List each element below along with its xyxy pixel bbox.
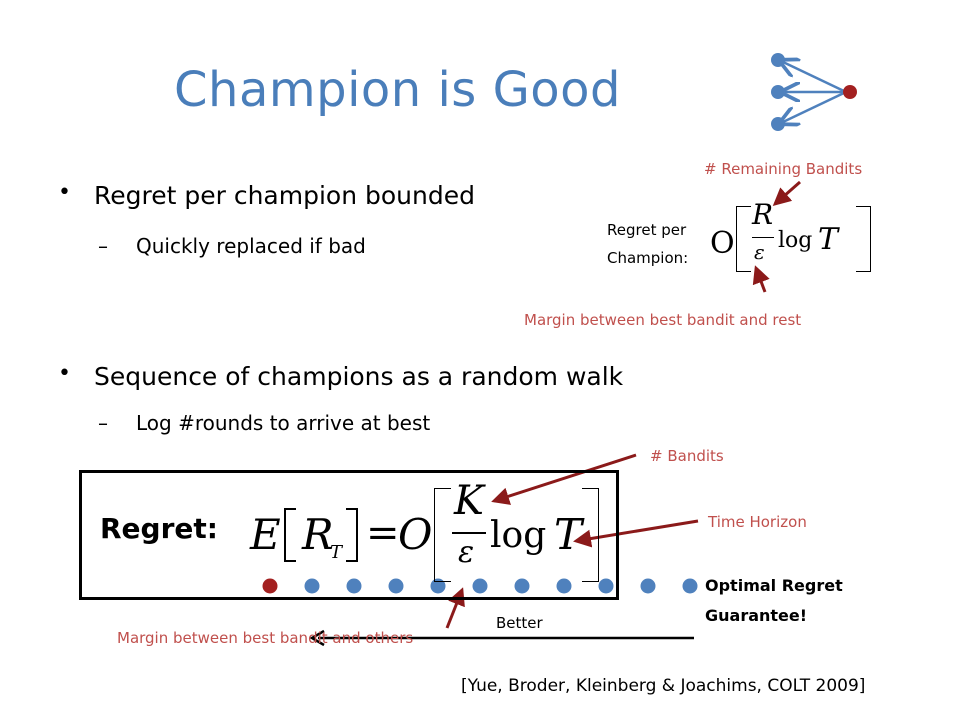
formula-O: O — [398, 510, 433, 559]
bullet-1-sub-text: Quickly replaced if bad — [136, 234, 366, 258]
formula-R: R — [302, 510, 334, 559]
fraction-bar — [452, 532, 486, 534]
formula-numerator-K: K — [454, 478, 484, 524]
regret-bound-box — [79, 470, 619, 600]
formula-log: log — [490, 515, 547, 556]
bullet-2-text: Sequence of champions as a random walk — [94, 362, 624, 391]
formula-subscript-T: T — [330, 542, 343, 563]
remaining-bandits-annotation: # Remaining Bandits — [704, 160, 863, 178]
bandit-node — [682, 578, 698, 594]
right-bracket — [346, 508, 358, 562]
formula-denominator-epsilon: ε — [458, 535, 475, 570]
bandit-node — [640, 578, 656, 594]
formula-E: E — [250, 510, 281, 559]
formula-log: log — [778, 228, 813, 253]
formula-T: T — [818, 222, 839, 257]
better-label: Better — [496, 614, 543, 632]
bullet-2-sub-text: Log #rounds to arrive at best — [136, 411, 431, 435]
champion-regret-formula: O R ε log T — [710, 198, 880, 280]
time-horizon-annotation: Time Horizon — [708, 513, 807, 531]
formula-denominator-epsilon: ε — [754, 240, 765, 264]
left-bracket — [284, 508, 296, 562]
formula-T: T — [554, 510, 583, 559]
sub-bullet-glyph: – — [98, 411, 108, 435]
margin-rest-annotation: Margin between best bandit and rest — [524, 311, 802, 329]
formula-numerator-R: R — [752, 198, 774, 231]
right-paren — [856, 206, 871, 272]
regret-per-label-line1: Regret per — [607, 221, 687, 239]
right-paren — [582, 488, 599, 582]
sub-bullet-glyph: – — [98, 234, 108, 258]
bullet-1-text: Regret per champion bounded — [94, 181, 475, 210]
optimal-regret-note-line1: Optimal Regret — [705, 576, 843, 595]
regret-per-label-line2: Champion: — [607, 249, 689, 267]
fraction-bar — [752, 237, 774, 238]
formula-O: O — [710, 226, 735, 261]
citation: [Yue, Broder, Kleinberg & Joachims, COLT… — [461, 676, 866, 696]
bullet-glyph: • — [58, 361, 71, 386]
regret-bound-formula: E R T = O K ε log T — [250, 478, 605, 590]
margin-others-annotation: Margin between best bandit and others — [117, 629, 414, 647]
optimal-regret-note-line2: Guarantee! — [705, 606, 808, 625]
formula-equals: = — [366, 510, 400, 556]
left-paren — [434, 488, 451, 582]
slide-title: Champion is Good — [174, 62, 621, 118]
regret-label: Regret: — [100, 512, 218, 545]
left-paren — [736, 206, 751, 272]
bandits-annotation: # Bandits — [650, 447, 724, 465]
bullet-glyph: • — [58, 180, 71, 205]
